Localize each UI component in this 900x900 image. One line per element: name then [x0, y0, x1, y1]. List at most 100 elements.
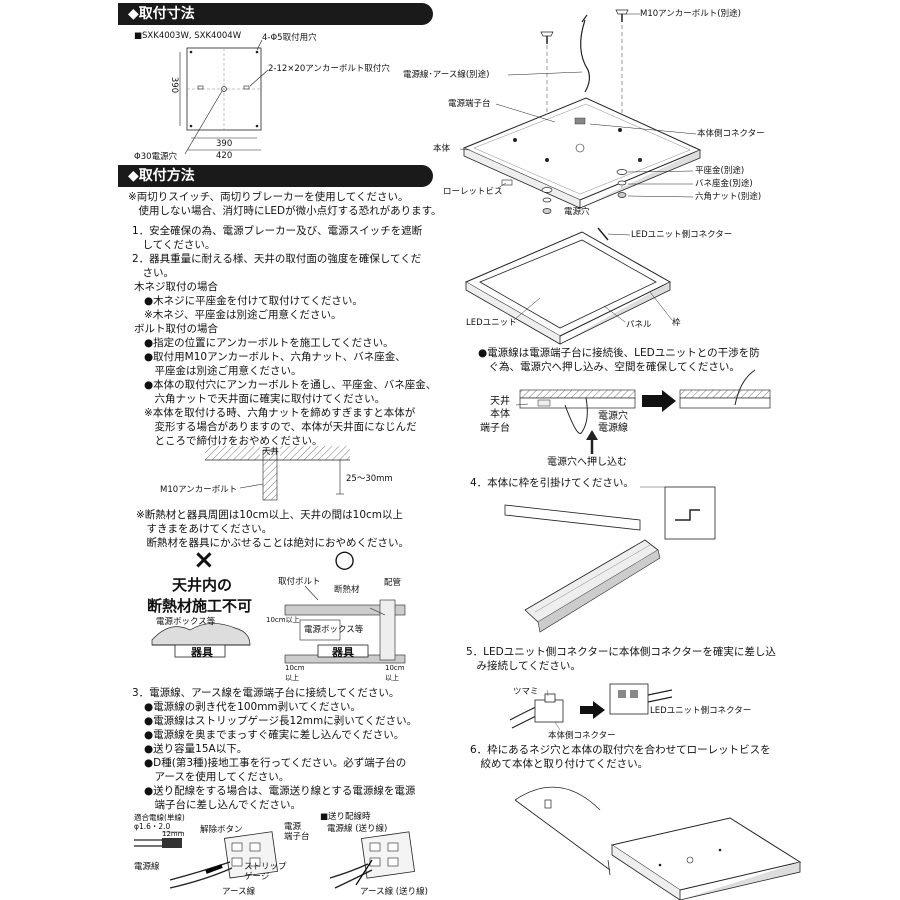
step3-line-2: ●電源線はストリップゲージ長12mmに剥いてください。	[144, 715, 418, 727]
push-label-ceiling: 天井	[490, 396, 510, 407]
insulation-note-3: 断熱材を器具にかぶせることは絶対におやめください。	[136, 537, 409, 549]
step2-line-1: 2．器具重量に耐える様、天井の取付面の強度を確保してくだ	[132, 253, 422, 265]
ok-cm-bottom-right: 10cm 以上	[385, 664, 405, 682]
terminal-block-label: 電源 端子台	[284, 822, 310, 842]
ok-cm-left: 10cm以上	[266, 616, 300, 624]
step3-line-8: 端子台に差し込んでください。	[144, 799, 301, 811]
feed-heading: ■送り配線時	[320, 812, 371, 822]
ok-pipe-label: 配管	[384, 578, 402, 588]
bolt-line-1: ●指定の位置にアンカーボルトを施工してください。	[144, 337, 394, 349]
ok-insul-label: 断熱材	[334, 585, 360, 595]
bolt-line-6: ※本体を取付ける時、六角ナットを締めすぎますと本体が	[144, 407, 416, 419]
note-line-2: 使用しない場合、消灯時にLEDが微小点灯する恐れがあります。	[128, 205, 442, 217]
terminal-wire-dia: φ1.6・2.0	[134, 822, 171, 831]
step3-line-4: ●送り容量15A以下。	[144, 743, 248, 755]
wood-heading: 木ネジ取付の場合	[134, 281, 218, 293]
terminal-strip-gauge: ストリップ ゲージ	[244, 862, 287, 882]
label-hex-nut: 六角ナット(別途)	[695, 192, 762, 202]
section-header-method: ◆取付方法	[118, 165, 433, 187]
ng-title-1: 天井内の	[172, 576, 233, 594]
label-frame: 枠	[672, 318, 681, 328]
label-25-30mm: 25～30mm	[346, 474, 393, 484]
dim-420: 420	[216, 151, 233, 161]
step5-body-conn-label: 本体側コネクター	[548, 731, 616, 741]
step3-line-6: アースを使用してください。	[144, 771, 290, 783]
step5-led-conn-label: LEDユニット側コネクター	[650, 706, 752, 716]
push-label-power: 電源線	[598, 423, 628, 434]
model-number: ■SXK4003W, SXK4004W	[134, 31, 242, 41]
ok-bolt-label: 取付ボルト	[278, 577, 321, 587]
label-ceiling: 天井	[262, 447, 280, 457]
terminal-earth-label: アース線	[222, 887, 256, 897]
bolt-line-4: ●本体の取付穴にアンカーボルトを通し、平座金、バネ座金、	[144, 379, 437, 391]
step5-knob-label: ツマミ	[513, 687, 539, 697]
step6-line-1: 6．枠にあるネジ穴と本体の取付穴を合わせてローレットビスを	[470, 744, 771, 756]
label-knurl-screw: ローレットビス	[443, 187, 503, 197]
label-flat-washer: 平座金(別途)	[695, 166, 745, 176]
step2-line-2: さい。	[132, 267, 174, 279]
bolt-line-8: ところで締付けをおやめください。	[144, 435, 323, 447]
label-spring-washer: バネ座金(別途)	[695, 179, 753, 189]
dim-390: 390	[216, 139, 233, 149]
terminal-power-label: 電源線	[134, 862, 160, 872]
step1-line-1: 1．安全確保の為、電源ブレーカー及び、電源スイッチを遮断	[132, 225, 423, 237]
step5-line-1: 5．LEDユニット側コネクターに本体側コネクターを確実に差し込	[466, 646, 776, 658]
step3-line-5: ●D種(第3種)接地工事を行ってください。必ず端子台の	[144, 757, 407, 769]
label-body-connector: 本体側コネクター	[697, 129, 765, 139]
push-label-hole: 電源穴	[598, 411, 628, 422]
bolt-heading: ボルト取付の場合	[134, 323, 218, 335]
push-note-1: ●電源線は電源端子台に接続後、LEDユニットとの干渉を防	[478, 347, 760, 359]
terminal-release-button: 解除ボタン	[200, 825, 243, 835]
ng-fixture-label: 器具	[191, 646, 213, 659]
terminal-wire-spec: 適合電線(単線)	[134, 813, 185, 822]
label-power-hole-right: 電源穴	[564, 207, 590, 217]
bolt-line-2: ●取付用M10アンカーボルト、六角ナット、バネ座金、	[144, 351, 406, 363]
step4-text: 4．本体に枠を引掛けてください。	[470, 477, 634, 489]
section-header-dimensions: ◆取付寸法	[118, 3, 433, 25]
push-label-push: 電源穴へ押し込む	[547, 457, 627, 468]
step3-line-3: ●電源線を奥までまっすぐ確実に差し込んでください。	[144, 729, 405, 741]
push-note-2: ぐ為、電源穴へ押し込み、空間を確保してください。	[478, 361, 740, 373]
label-power-hole: Φ30電源穴	[134, 152, 178, 162]
feed-earth-label: アース線 (送り線)	[360, 887, 428, 897]
note-line-1: ※両切りスイッチ、両切りブレーカーを使用してください。	[128, 191, 409, 203]
step5-line-2: み接続してください。	[466, 660, 581, 672]
label-led-connector: LEDユニット側コネクター	[631, 230, 733, 240]
feed-power-label: 電源線 (送り線)	[327, 824, 388, 834]
push-label-body: 本体	[490, 409, 510, 420]
bolt-line-5: 六角ナットで天井面に確実に取付けてください。	[144, 393, 386, 405]
step3-line-1: ●電源線の剥き代を100mm剥いてください。	[144, 701, 362, 713]
ng-box-label: 電源ボックス等	[156, 617, 216, 627]
label-body: 本体	[433, 144, 451, 154]
insulation-note-1: ※断熱材と器具周囲は10cm以上、天井の間は10cm以上	[136, 509, 404, 521]
ok-box-label: 電源ボックス等	[304, 625, 364, 635]
ng-mark: ×	[193, 545, 215, 575]
insulation-note-2: すきまをあけてください。	[136, 523, 273, 535]
ok-cm-bottom-left: 10cm 以上	[285, 664, 305, 682]
label-led-unit: LEDユニット	[466, 318, 517, 328]
bolt-line-3: 平座金は別途ご用意ください。	[144, 365, 302, 377]
ok-fixture-label: 器具	[332, 646, 354, 659]
ng-title-2: 断熱材施工不可	[147, 597, 253, 615]
bolt-line-7: 変形する場合がありますので、本体が天井面になじんだ	[144, 421, 417, 433]
label-power-terminal: 電源端子台	[448, 99, 491, 109]
label-panel: パネル	[626, 320, 652, 330]
label-m10-bolt: M10アンカーボルト	[160, 485, 238, 495]
push-label-terminal: 端子台	[480, 423, 510, 434]
wood-line-2: ※木ネジ、平座金は別途ご用意ください。	[144, 309, 342, 321]
step1-line-2: してください。	[132, 239, 216, 251]
ok-mark: ○	[334, 545, 355, 573]
label-m10-anchor: M10アンカーボルト(別途)	[640, 9, 741, 19]
label-power-earth-cable: 電源線･アース線(別途)	[403, 70, 490, 80]
terminal-12mm: 12mm	[162, 830, 185, 838]
step3-heading: 3．電源線、アース線を電源端子台に接続してください。	[132, 687, 400, 699]
label-anchor-holes: 2-12×20アンカーボルト取付穴	[268, 64, 390, 74]
